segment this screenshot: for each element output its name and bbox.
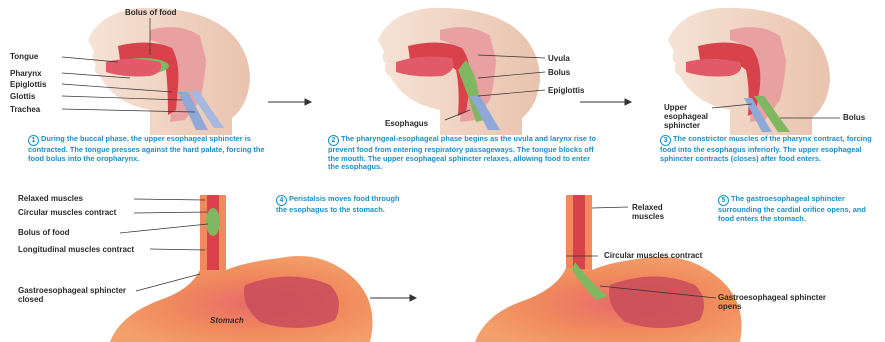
label-bolus-of-food-4: Bolus of food [18,228,70,237]
head-panel-1 [88,8,250,135]
stomach-panel-5 [475,195,742,342]
label-gastroesophageal-opens: Gastroesophageal sphincter opens [718,293,838,311]
bolus-4 [206,208,220,236]
caption-5-text: The gastroesophageal sphincter surroundi… [718,194,866,223]
head-panel-2 [378,8,540,135]
label-esophagus: Esophagus [385,119,428,128]
label-epiglottis-2: Epiglottis [548,86,584,95]
label-glottis: Glottis [10,92,35,101]
label-relaxed-muscles: Relaxed muscles [18,194,83,203]
label-relaxed-muscles-5: Relaxed muscles [632,203,692,221]
label-circular-muscles-contract: Circular muscles contract [18,208,133,217]
label-upper-esophageal-sphincter: Upper esophageal sphincter [664,103,718,130]
label-bolus-3: Bolus [843,113,865,122]
label-bolus-of-food: Bolus of food [125,8,177,17]
label-uvula: Uvula [548,54,570,63]
label-pharynx: Pharynx [10,69,42,78]
label-tongue: Tongue [10,52,38,61]
caption-4-text: Peristalsis moves food through the esoph… [276,194,399,214]
label-bolus: Bolus [548,68,570,77]
label-circular-muscles-contract-5: Circular muscles contract [604,251,702,260]
label-gastroesophageal-closed: Gastroesophageal sphincter closed [18,286,136,304]
label-stomach: Stomach [210,316,244,325]
caption-1-text: During the buccal phase, the upper esoph… [28,134,265,163]
caption-2-text: The pharyngeal-esophageal phase begins a… [328,134,596,171]
label-trachea: Trachea [10,105,40,114]
caption-3-text: The constrictor muscles of the pharynx c… [660,134,872,163]
label-longitudinal-muscles: Longitudinal muscles contract [18,245,153,254]
label-epiglottis: Epiglottis [10,80,46,89]
